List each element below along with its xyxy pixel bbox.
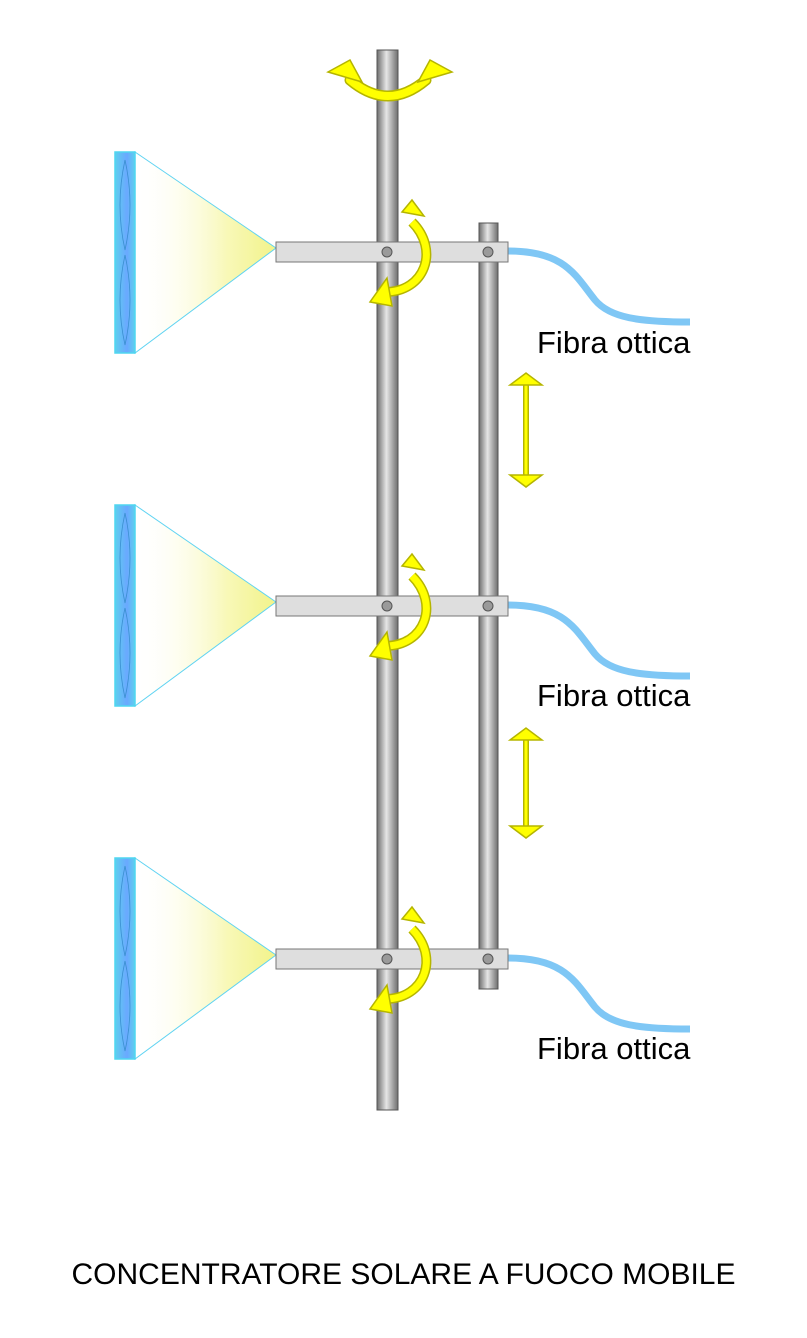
rotation-arrow-icon: [326, 58, 454, 102]
concentrator-module-2: [114, 504, 691, 707]
tilt-arrow-icon: [368, 905, 432, 1014]
pivot-pin: [381, 246, 393, 258]
pivot-pin: [381, 953, 393, 965]
vertical-double-arrow-icon: [507, 372, 545, 488]
tilt-arrow-icon: [368, 198, 432, 307]
fresnel-lens: [114, 504, 136, 707]
fresnel-lens: [114, 857, 136, 1060]
concentrator-module-3: [114, 857, 691, 1060]
vertical-double-arrow-icon: [507, 727, 545, 839]
fresnel-lens: [114, 151, 136, 354]
fiber-label-1: Fibra ottica: [537, 325, 691, 360]
fiber-label-3: Fibra ottica: [537, 1031, 691, 1066]
tilt-arrow-icon: [368, 552, 432, 661]
diagram-caption: CONCENTRATORE SOLARE A FUOCO MOBILE: [71, 1258, 736, 1291]
light-cone: [134, 857, 277, 1060]
pivot-pin: [381, 600, 393, 612]
pivot-pin: [482, 953, 494, 965]
light-cone: [134, 151, 277, 354]
concentrator-module-1: [114, 151, 691, 354]
optical-fiber: [507, 954, 691, 1033]
optical-fiber: [507, 247, 691, 326]
pivot-pin: [482, 246, 494, 258]
fiber-label-2: Fibra ottica: [537, 678, 691, 713]
light-cone: [134, 504, 277, 707]
main-pole: [376, 49, 399, 1111]
optical-fiber: [507, 601, 691, 680]
pivot-pin: [482, 600, 494, 612]
